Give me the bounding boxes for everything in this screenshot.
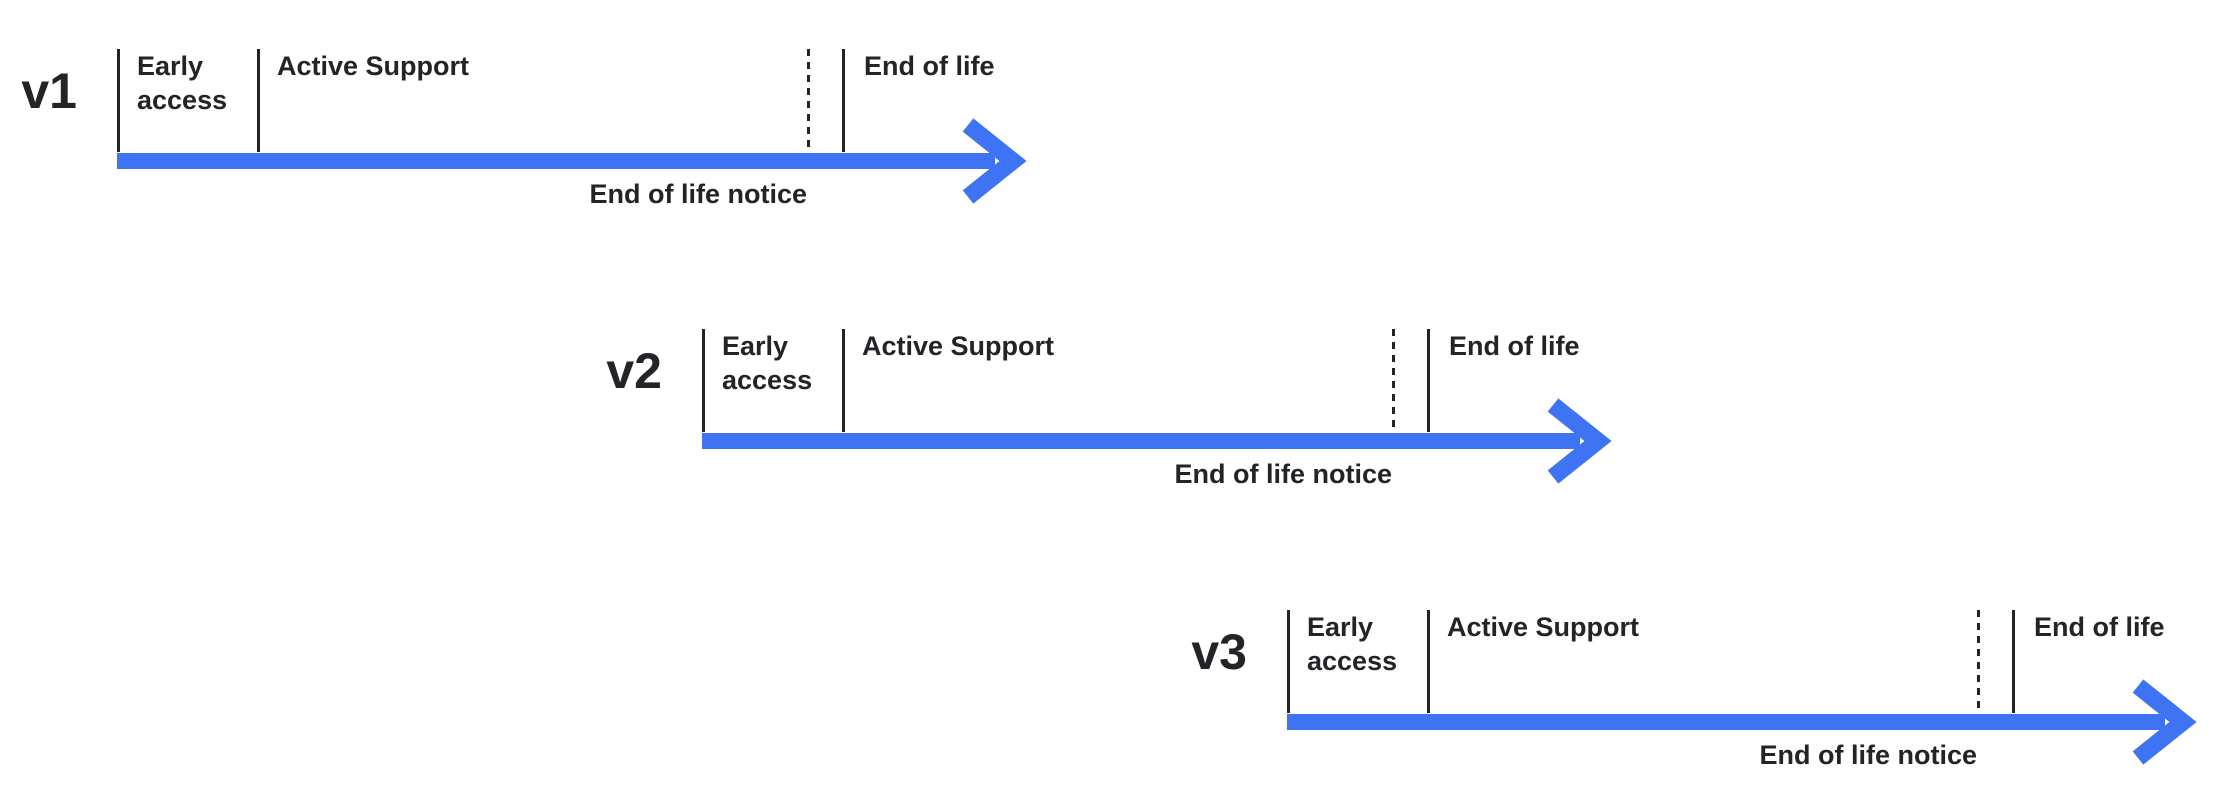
version-label: v1 [21, 63, 77, 119]
timeline-graphics [1287, 610, 2197, 765]
timeline-row-v2: v2 Early access Active Support End of li… [606, 328, 1622, 508]
version-label: v2 [606, 343, 662, 399]
timeline-row-v1: v1 Early access Active Support End of li… [21, 48, 1037, 228]
active-support-label: Active Support [277, 51, 470, 81]
timeline-arrowhead-icon [962, 118, 1027, 204]
active-support-label: Active Support [862, 331, 1055, 361]
timeline-graphics [117, 49, 1027, 204]
end-of-life-label: End of life [1449, 331, 1580, 361]
early-access-label: Early access [1307, 612, 1398, 676]
end-of-life-label: End of life [2034, 612, 2165, 642]
end-of-life-notice-label: End of life notice [1759, 740, 1977, 770]
end-of-life-label: End of life [864, 51, 995, 81]
early-access-label: Early access [722, 331, 813, 395]
end-of-life-notice-label: End of life notice [589, 179, 807, 209]
early-access-label: Early access [137, 51, 228, 115]
end-of-life-notice-label: End of life notice [1174, 459, 1392, 489]
timeline-graphics [702, 329, 1612, 484]
timeline-row-v3: v3 Early access Active Support End of li… [1191, 609, 2207, 789]
timeline-arrowhead-icon [2132, 679, 2197, 765]
version-label: v3 [1191, 624, 1247, 680]
timeline-arrowhead-icon [1547, 398, 1612, 484]
active-support-label: Active Support [1447, 612, 1640, 642]
